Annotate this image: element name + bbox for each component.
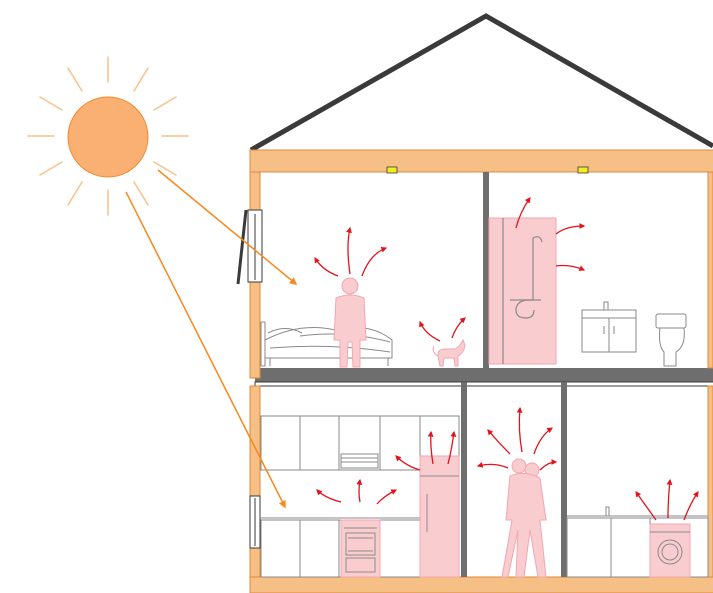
washing-machine-icon [650,524,690,577]
bathroom-sink-icon [582,302,636,352]
oven-icon [341,520,380,577]
roof [251,16,713,152]
hugging-couple-icon [502,459,546,577]
shower-icon [489,218,556,364]
ceiling-light-icon [578,167,588,173]
refrigerator-icon [420,456,459,577]
sun-icon [28,57,188,215]
house-cross-section [250,150,713,593]
ceiling-light-icon [387,167,397,173]
sunlight-arrow [158,170,296,284]
window-icon [238,210,262,284]
toilet-icon [656,314,686,366]
bed-icon [261,322,392,366]
cat-icon [433,340,465,366]
window-icon [250,496,260,548]
heat-emission-arrow [636,480,698,520]
